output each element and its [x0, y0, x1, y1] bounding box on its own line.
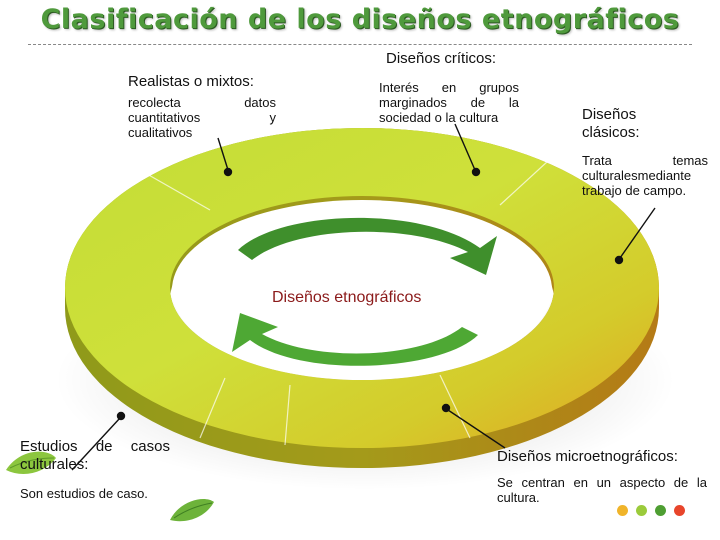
- clasicos-heading: Diseños clásicos:: [582, 106, 640, 142]
- decor-dot-orange: [617, 505, 628, 516]
- pointer-line-clasicos: [619, 207, 656, 259]
- text-line: cultura.: [497, 490, 540, 505]
- realistas-heading: Realistas o mixtos:: [128, 73, 254, 90]
- ring-top: [64, 127, 660, 449]
- pointer-line-estudios: [71, 417, 121, 471]
- pointer-dot-realistas: [223, 167, 233, 177]
- segment-divider: [139, 169, 211, 211]
- heading-line: Estudios de casos: [20, 438, 170, 455]
- cycle-arrow-top: [238, 217, 497, 275]
- center-label: Diseños etnográficos: [272, 289, 422, 306]
- micro-heading: Diseños microetnográficos:: [497, 448, 678, 465]
- decor-dot-green: [655, 505, 666, 516]
- text-line: recolecta datos: [128, 95, 276, 110]
- text-line: sociedad o la cultura: [379, 110, 499, 125]
- decor-dot-red: [674, 505, 685, 516]
- heading-line: Diseños: [582, 106, 637, 123]
- segment-divider: [199, 377, 226, 439]
- title-divider: [28, 44, 692, 45]
- segment-divider: [439, 374, 471, 439]
- leaf-icon: [6, 451, 56, 474]
- text-line: marginados de la: [379, 95, 519, 110]
- text-line: culturalesmediante: [582, 168, 692, 183]
- text-line: trabajo de campo.: [582, 183, 687, 198]
- micro-text: Se centran en un aspecto de la cultura.: [497, 475, 707, 505]
- pointer-line-realistas: [217, 137, 229, 171]
- estudios-heading: Estudios de casos culturales:: [20, 438, 170, 474]
- text-line: Se centran en un aspecto de la: [497, 475, 707, 490]
- page-title: Clasificación de los diseños etnográfico…: [40, 4, 680, 35]
- segment-divider: [499, 149, 561, 206]
- decor-dot-lightgreen: [636, 505, 647, 516]
- pointer-line-micro: [447, 409, 506, 449]
- clasicos-text: Trata temas culturalesmediante trabajo d…: [582, 153, 708, 198]
- pointer-dot-clasicos: [614, 255, 624, 265]
- realistas-text: recolecta datos cuantitativos y cualitat…: [128, 95, 276, 140]
- heading-line: culturales:: [20, 456, 89, 473]
- pointer-dot-micro: [441, 403, 451, 413]
- cycle-arrow-bottom: [232, 313, 478, 366]
- text-line: Trata temas: [582, 153, 708, 168]
- text-line: Interés en grupos: [379, 80, 519, 95]
- text-line: cuantitativos y: [128, 110, 276, 125]
- pointer-dot-estudios: [116, 411, 126, 421]
- segment-divider: [284, 384, 291, 446]
- criticos-text: Interés en grupos marginados de la socie…: [379, 80, 519, 125]
- heading-line: clásicos:: [582, 124, 640, 141]
- pointer-line-criticos: [454, 123, 476, 171]
- pointer-dot-criticos: [471, 167, 481, 177]
- estudios-text: Son estudios de caso.: [20, 486, 148, 501]
- leaf-icon: [170, 499, 214, 522]
- criticos-heading: Diseños críticos:: [386, 50, 497, 67]
- text-line: cualitativos: [128, 125, 193, 140]
